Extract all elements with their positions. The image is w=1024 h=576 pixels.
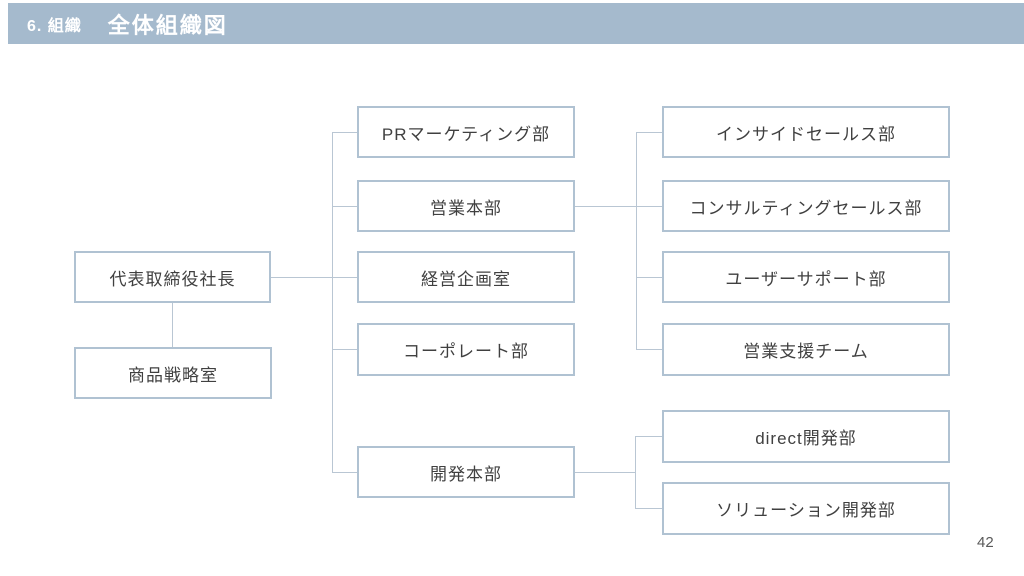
connector-stub-corporate-dept [332,349,357,350]
connector-stub-sales-support [636,349,662,350]
org-node-solution-dev: ソリューション開発部 [662,482,950,535]
org-node-dev-hq: 開発本部 [357,446,575,498]
org-node-pr-marketing: PRマーケティング部 [357,106,575,158]
org-node-corporate-dept: コーポレート部 [357,323,575,376]
org-node-direct-dev: direct開発部 [662,410,950,463]
header-bar: 6. 組織 全体組織図 [8,3,1024,44]
org-node-ceo: 代表取締役社長 [74,251,271,303]
connector-stub-pr-marketing [332,132,357,133]
section-label: 6. 組織 [27,17,82,35]
connector-sales-trunk [575,206,662,207]
org-node-user-support: ユーザーサポート部 [662,251,950,303]
connector-stub-direct-dev [635,436,662,437]
org-node-sales-support-team: 営業支援チーム [662,323,950,376]
page-number: 42 [977,534,994,551]
connector-stub-user-support [636,277,662,278]
org-node-inside-sales: インサイドセールス部 [662,106,950,158]
connector-trunk-2 [636,132,637,350]
connector-dev-trunk [575,472,635,473]
connector-ceo-trunk [271,277,357,278]
connector-ceo-strategy [172,303,173,347]
org-node-product-strategy: 商品戦略室 [74,347,272,399]
org-node-consulting-sales: コンサルティングセールス部 [662,180,950,232]
connector-stub-sales-hq [332,206,357,207]
connector-stub-dev-hq [332,472,357,473]
connector-trunk-1 [332,132,333,473]
org-node-sales-hq: 営業本部 [357,180,575,232]
connector-stub-solution-dev [635,508,662,509]
org-node-corporate-planning: 経営企画室 [357,251,575,303]
page-title: 全体組織図 [107,12,228,38]
connector-trunk-3 [635,436,636,509]
connector-stub-inside-sales [636,132,662,133]
